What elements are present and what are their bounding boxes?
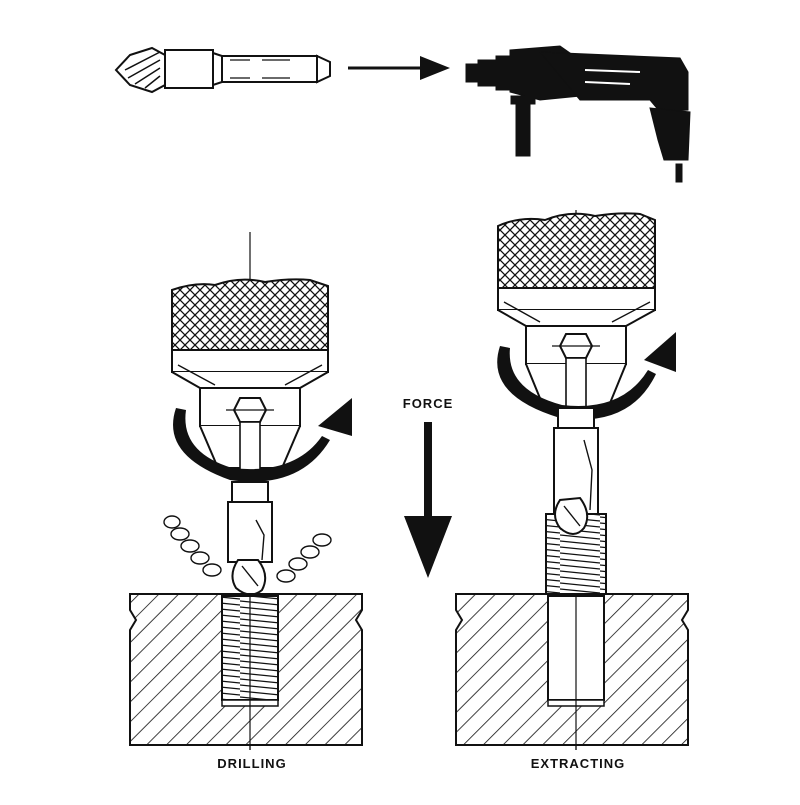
extracting-chuck-knurl xyxy=(497,212,656,289)
drilling-bit-shank xyxy=(227,501,273,563)
force-label: FORCE xyxy=(403,396,454,411)
drilling-chuck-knurl xyxy=(171,278,329,351)
right-arrow-icon xyxy=(348,56,450,80)
extracting-chuck-collar xyxy=(497,287,656,311)
drilling-chips xyxy=(163,515,332,583)
extracting-label: EXTRACTING xyxy=(531,756,626,771)
drilling-rotation-arrow xyxy=(173,408,330,482)
extracting-rotation-arrow xyxy=(497,346,656,420)
drilling-label: DRILLING xyxy=(217,756,286,771)
drilling-illustration: DRILLING xyxy=(129,232,363,771)
drilling-bit-collar xyxy=(231,481,269,503)
force-indicator: FORCE xyxy=(403,396,454,578)
extracting-bit-tip xyxy=(554,496,589,535)
extractor-bit-icon xyxy=(114,46,331,94)
force-arrow-head xyxy=(404,516,452,578)
drilling-chuck-collar xyxy=(171,349,329,373)
drilling-bit-tip xyxy=(231,559,267,596)
extracting-illustration: EXTRACTING xyxy=(455,210,689,771)
extracting-bit-collar xyxy=(557,407,595,429)
power-drill-icon xyxy=(465,45,691,183)
